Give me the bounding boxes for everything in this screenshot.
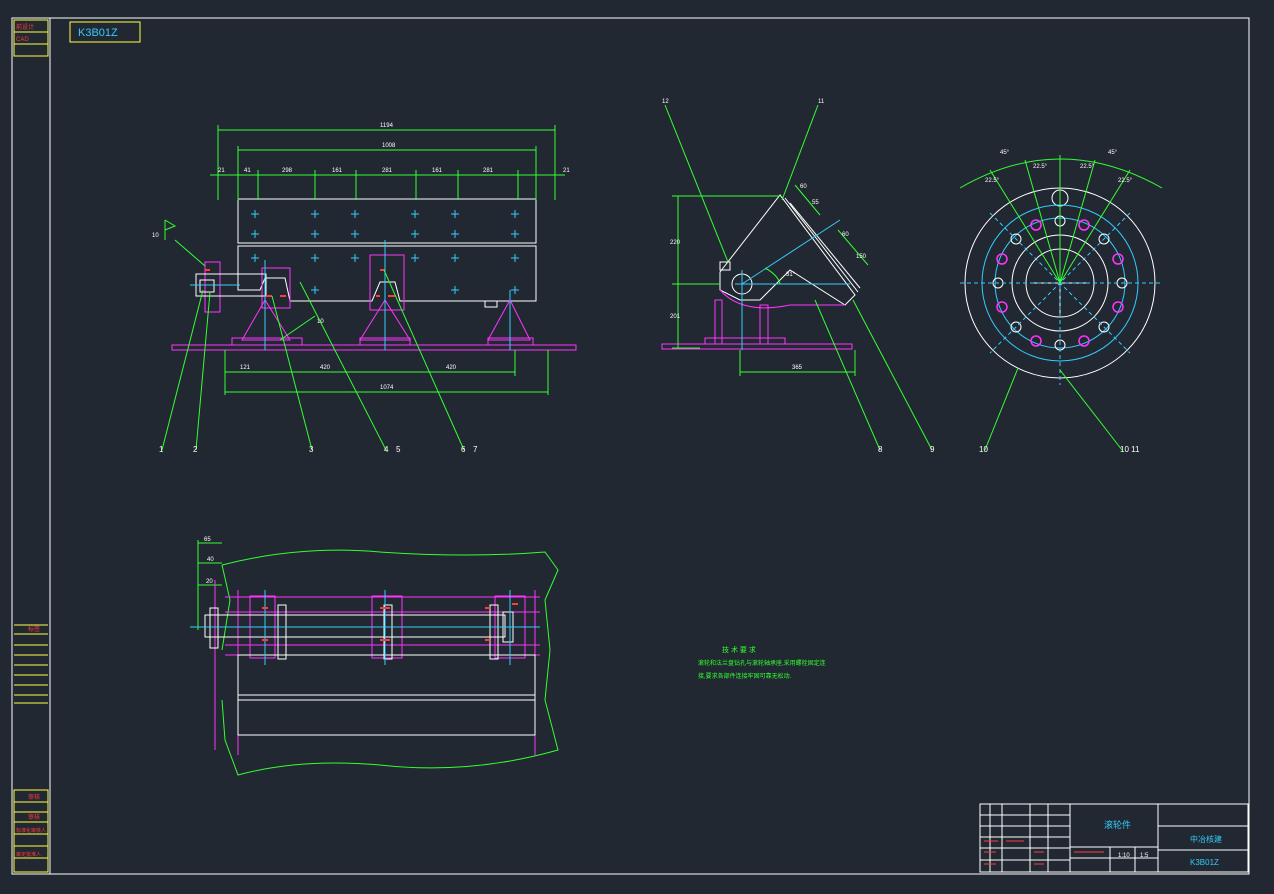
title-flip-box: K3B01Z xyxy=(69,21,141,43)
label-10b-front: 10 xyxy=(317,319,324,325)
part-num-4: 4 xyxy=(384,445,389,454)
side-dim-60: 60 xyxy=(800,184,807,190)
title-block-scale: 1:10 xyxy=(1118,853,1130,859)
strip-label-6: 标准化审核人 xyxy=(16,827,46,834)
title-block-code: K3B01Z xyxy=(1190,858,1219,867)
flange-a225-right: 22.5° xyxy=(1118,178,1133,184)
strip-label-5: 审核 xyxy=(28,813,40,821)
title-block-sheet: 1:5 xyxy=(1140,853,1149,859)
flange-a225-left: 22.5° xyxy=(985,178,1000,184)
part-num-5: 5 xyxy=(396,445,401,454)
title-block: 滚轮件 中冶核建 K3B01Z 1:10 1:5 xyxy=(979,803,1249,873)
dim-bottom-121: 121 xyxy=(240,365,251,371)
left-strip: 前设计 CAD 标签 审核 审核 标准化审核人 审定批准人 xyxy=(13,19,49,873)
dim-281b: 281 xyxy=(483,168,494,174)
front-view: 1194 1008 21 41 298 161 281 161 281 21 1… xyxy=(152,123,577,454)
strip-label-7: 审定批准人 xyxy=(16,851,41,858)
flange-a45-right: 45° xyxy=(1108,150,1118,156)
dim-21-right: 21 xyxy=(563,168,570,174)
side-label-12: 12 xyxy=(662,99,669,105)
strip-label-3: 标签 xyxy=(28,625,40,633)
strip-label-2: CAD xyxy=(16,37,29,43)
dim-41: 41 xyxy=(244,168,251,174)
flange-a225-mid1: 22.5° xyxy=(1033,164,1048,170)
side-label-9: 9 xyxy=(930,445,935,454)
side-view: 12 11 220 201 365 31° 60 55 60 150 8 9 xyxy=(661,99,935,454)
part-num-6: 6 xyxy=(461,445,466,454)
dim-161b: 161 xyxy=(432,168,443,174)
title-block-company: 中冶核建 xyxy=(1190,834,1222,844)
tech-notes-line1: 滚轮和法兰盘钻孔与滚轮轴承座,采用螺栓固定连 xyxy=(698,659,826,667)
part-num-1: 1 xyxy=(159,445,164,454)
flange-a225-mid2: 22.5° xyxy=(1080,164,1095,170)
bottom-dim-40: 40 xyxy=(207,557,214,563)
technical-notes: 技 术 要 求 滚轮和法兰盘钻孔与滚轮轴承座,采用螺栓固定连 接,要求各部件连接… xyxy=(698,645,826,680)
dim-298: 298 xyxy=(282,168,293,174)
part-num-3: 3 xyxy=(309,445,314,454)
side-dim-55: 55 xyxy=(812,200,819,206)
dim-21-left: 21 xyxy=(218,168,225,174)
dim-161: 161 xyxy=(332,168,343,174)
side-dim-201: 201 xyxy=(670,314,681,320)
bottom-dim-20: 20 xyxy=(206,579,213,585)
flange-a45-left: 45° xyxy=(1000,150,1010,156)
side-label-11: 11 xyxy=(818,99,825,105)
drawing-frame xyxy=(11,17,1250,875)
label-10-front: 10 xyxy=(152,233,159,239)
side-dim-60b: 60 xyxy=(842,232,849,238)
strip-label-4: 审核 xyxy=(28,793,40,801)
bottom-dim-65: 65 xyxy=(204,537,211,543)
flange-label-10: 10 xyxy=(979,445,988,454)
dim-281: 281 xyxy=(382,168,393,174)
flange-label-1011: 10 11 xyxy=(1120,445,1140,454)
bottom-view: 65 40 20 xyxy=(190,537,559,776)
part-num-7: 7 xyxy=(473,445,478,454)
dim-overall: 1194 xyxy=(380,123,394,129)
part-num-2: 2 xyxy=(193,445,198,454)
tech-notes-line2: 接,要求各部件连接牢固可靠无松动. xyxy=(698,672,792,680)
flange-view: 45° 22.5° 22.5° 22.5° 22.5° 45° 10 10 11 xyxy=(959,150,1163,454)
side-dim-150: 150 xyxy=(856,254,867,260)
tech-notes-heading: 技 术 要 求 xyxy=(722,645,756,654)
dim-inner: 1008 xyxy=(382,143,396,149)
strip-label-1: 前设计 xyxy=(16,23,34,31)
title-flip-text: K3B01Z xyxy=(78,27,118,39)
dim-bottom-420a: 420 xyxy=(320,365,331,371)
dim-bottom-total: 1074 xyxy=(380,385,394,391)
side-dim-365: 365 xyxy=(792,365,803,371)
dim-bottom-420b: 420 xyxy=(446,365,457,371)
side-dim-220: 220 xyxy=(670,240,681,246)
side-angle: 31° xyxy=(786,272,796,278)
title-block-name: 滚轮件 xyxy=(1104,819,1131,830)
side-label-8: 8 xyxy=(878,445,883,454)
